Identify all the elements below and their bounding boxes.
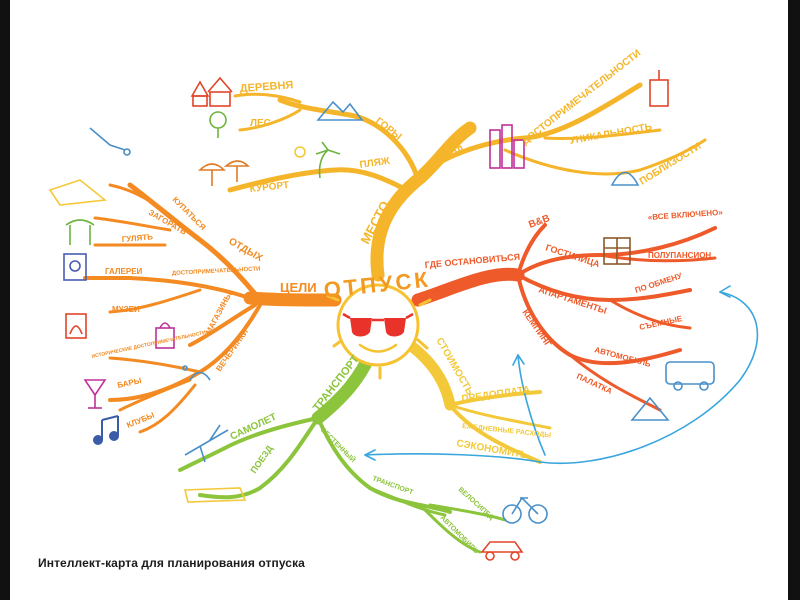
music-note-icon bbox=[94, 416, 118, 444]
bicycle-icon bbox=[503, 498, 547, 523]
city-icon bbox=[490, 125, 524, 168]
train-label: ПОЕЗД bbox=[248, 443, 275, 475]
stay-label: ГДЕ ОСТАНОВИТЬСЯ bbox=[424, 252, 520, 270]
half-board-label: ПОЛУПАНСИОН bbox=[648, 251, 711, 260]
landmark-icon bbox=[650, 70, 668, 106]
tent-label: ПАЛАТКА bbox=[575, 372, 614, 396]
museum-icon bbox=[66, 314, 86, 338]
beach-label: ПЛЯЖ bbox=[359, 156, 392, 171]
camping-label: КЕМПИНГ bbox=[520, 307, 553, 348]
walk-label: ГУЛЯТЬ bbox=[121, 232, 153, 244]
diver-icon bbox=[90, 128, 130, 155]
parties-label: ВЕЧЕРИНКИ bbox=[214, 327, 250, 373]
tree-icon bbox=[210, 112, 226, 138]
forest-label: ЛЕС bbox=[250, 118, 271, 129]
park-icon bbox=[66, 220, 94, 245]
bicycle-label: ВЕЛОСИПЕД bbox=[457, 486, 495, 521]
all-inclusive-label: «ВСЕ ВКЛЮЧЕНО» bbox=[648, 208, 724, 222]
rest-label: ОТДЫХ bbox=[227, 236, 265, 264]
tent-icon bbox=[632, 398, 668, 420]
uniqueness-label: УНИКАЛЬНОСТЬ bbox=[569, 122, 653, 147]
umbrella-icon bbox=[200, 161, 248, 186]
savings-arrows bbox=[365, 286, 757, 463]
bars-label: БАРЫ bbox=[117, 376, 143, 390]
galleries-label: ГАЛЕРЕИ bbox=[105, 267, 143, 276]
goal-sights-label: ДОСТОПРИМЕЧАТЕЛЬНОСТИ bbox=[172, 266, 261, 277]
plane-label: САМОЛЕТ bbox=[229, 412, 279, 443]
cocktail-icon bbox=[85, 380, 105, 408]
gallery-icon bbox=[64, 254, 86, 280]
branch-place-lines bbox=[230, 85, 705, 275]
nearby-label: ПОБЛИЗОСТИ bbox=[638, 141, 703, 188]
caption: Интеллект-карта для планирования отпуска bbox=[38, 556, 305, 570]
bnb-label: B&B bbox=[527, 213, 551, 231]
museums-label: МУЗЕИ bbox=[112, 305, 140, 314]
goals-label: ЦЕЛИ bbox=[280, 280, 317, 295]
sunbed-icon bbox=[50, 180, 105, 205]
center-sun: ОТПУСК bbox=[323, 266, 432, 378]
village-icon bbox=[192, 78, 232, 106]
camper-icon bbox=[666, 362, 714, 390]
car-icon bbox=[482, 542, 522, 560]
village-label: ДЕРЕВНЯ bbox=[239, 79, 293, 95]
save-label: СЭКОНОМИТЬ bbox=[455, 438, 528, 461]
car-stay-label: АВТОМОБИЛЬ bbox=[593, 345, 652, 369]
car-label: АВТОМОБИЛЬ bbox=[439, 514, 480, 555]
